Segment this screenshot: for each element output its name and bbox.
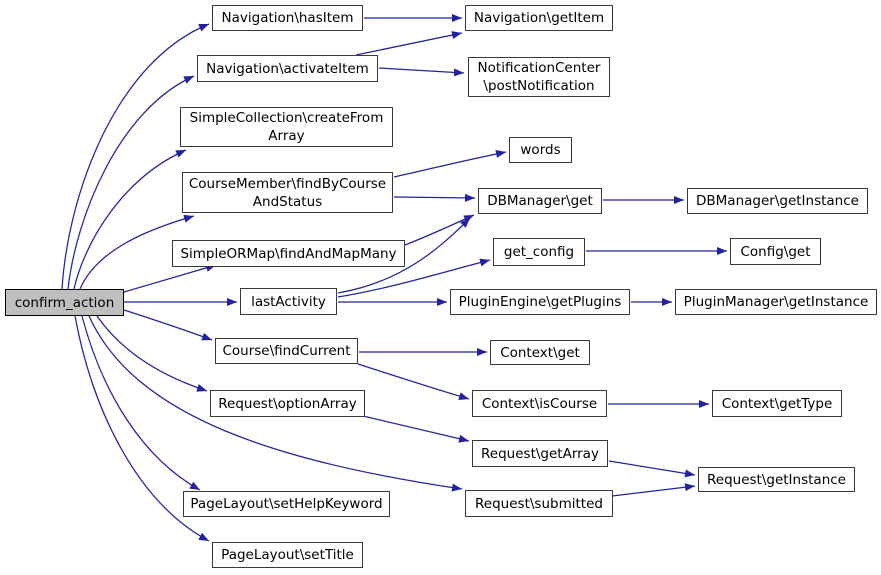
graph-node-pluginmanager-getinstance[interactable]: PluginManager\getInstance: [675, 289, 877, 315]
graph-node-label: Navigation\hasItem: [221, 10, 354, 26]
call-edge-lastactivity-to-dbmanager-get: [337, 217, 471, 294]
call-edge-confirm_action-to-navigation-activateitem: [67, 75, 195, 290]
graph-node-label: DBManager\getInstance: [696, 193, 859, 209]
graph-node-context-get[interactable]: Context\get: [490, 340, 590, 365]
graph-node-course-findcurrent[interactable]: Course\findCurrent: [215, 338, 358, 364]
graph-node-label: NotificationCenter \postNotification: [477, 60, 601, 94]
graph-node-label: words: [520, 142, 561, 158]
graph-node-pagelayout-sethelpkeyword[interactable]: PageLayout\setHelpKeyword: [183, 491, 390, 517]
graph-node-pluginengine-getplugins[interactable]: PluginEngine\getPlugins: [450, 289, 630, 315]
graph-node-label: Course\findCurrent: [222, 343, 351, 359]
graph-node-request-submitted[interactable]: Request\submitted: [465, 490, 613, 517]
call-edge-coursemember-findbycourseandstatus-to-words: [393, 150, 507, 178]
graph-node-dbmanager-getinstance[interactable]: DBManager\getInstance: [687, 188, 868, 214]
call-edge-confirm_action-to-simplecollection-createfromarray: [73, 149, 187, 290]
call-edge-request-submitted-to-request-getinstance: [611, 483, 696, 497]
graph-node-label: Request\optionArray: [218, 395, 357, 412]
call-edge-confirm_action-to-pagelayout-sethelpkeyword: [81, 315, 201, 491]
call-edge-coursemember-findbycourseandstatus-to-dbmanager-get: [393, 193, 476, 202]
graph-node-label: Context\getType: [721, 395, 833, 412]
call-edge-confirm_action-to-course-findcurrent: [123, 309, 213, 341]
graph-node-label: Navigation\getItem: [473, 10, 605, 26]
call-edge-confirm_action-to-pagelayout-settitle: [74, 315, 210, 542]
graph-node-context-iscourse[interactable]: Context\isCourse: [472, 390, 607, 417]
graph-node-lastactivity[interactable]: lastActivity: [240, 288, 337, 315]
graph-node-label: Request\submitted: [475, 495, 603, 512]
graph-node-label: PageLayout\setTitle: [221, 547, 354, 563]
call-edge-confirm_action-to-simpleormap-findandmapmany: [123, 264, 217, 293]
graph-node-notificationcenter-postnotification[interactable]: NotificationCenter \postNotification: [468, 57, 610, 97]
graph-node-label: Request\getArray: [481, 445, 599, 462]
graph-node-label: PageLayout\setHelpKeyword: [190, 496, 383, 512]
graph-node-label: SimpleCollection\createFrom Array: [189, 110, 384, 144]
graph-node-label: PluginEngine\getPlugins: [458, 294, 622, 310]
graph-node-navigation-activateitem[interactable]: Navigation\activateItem: [197, 55, 378, 82]
graph-node-label: DBManager\get: [487, 193, 593, 209]
graph-node-dbmanager-get[interactable]: DBManager\get: [478, 188, 602, 214]
graph-node-navigation-getitem[interactable]: Navigation\getItem: [465, 5, 613, 31]
graph-node-words[interactable]: words: [509, 137, 572, 163]
graph-node-context-gettype[interactable]: Context\getType: [712, 390, 842, 417]
call-edge-confirm_action-to-request-optionarray: [96, 315, 208, 392]
call-edge-course-findcurrent-to-context-iscourse: [357, 363, 470, 400]
graph-node-request-getarray[interactable]: Request\getArray: [472, 440, 608, 467]
call-edge-lastactivity-to-get-config: [337, 258, 491, 298]
graph-node-coursemember-findbycourseandstatus[interactable]: CourseMember\findByCourse AndStatus: [182, 172, 393, 213]
graph-node-label: PluginManager\getInstance: [683, 294, 869, 310]
graph-node-label: Context\get: [500, 344, 580, 361]
graph-node-navigation-hasitem[interactable]: Navigation\hasItem: [212, 5, 363, 31]
call-edge-simpleormap-findandmapmany-to-dbmanager-get: [404, 214, 475, 246]
call-edge-confirm_action-to-request-submitted: [88, 315, 463, 492]
graph-node-pagelayout-settitle[interactable]: PageLayout\setTitle: [212, 542, 363, 568]
call-edge-navigation-activateitem-to-notificationcenter-postnotification: [378, 67, 465, 77]
graph-node-request-optionarray[interactable]: Request\optionArray: [210, 390, 365, 417]
graph-node-simpleormap-findandmapmany[interactable]: SimpleORMap\findAndMapMany: [172, 240, 405, 267]
graph-node-label: get_config: [503, 244, 575, 260]
graph-node-label: confirm_action: [14, 294, 115, 311]
call-edge-confirm_action-to-navigation-hasitem: [61, 23, 210, 290]
graph-node-get-config[interactable]: get_config: [493, 238, 585, 266]
call-edge-request-optionarray-to-request-getarray: [362, 415, 470, 443]
graph-node-confirm_action: confirm_action: [5, 289, 124, 316]
graph-node-label: Request\getInstance: [707, 471, 846, 488]
graph-node-config-get[interactable]: Config\get: [730, 238, 821, 265]
call-edge-confirm_action-to-coursemember-findbycourseandstatus: [79, 214, 195, 290]
graph-node-label: Config\get: [740, 243, 811, 260]
graph-node-request-getinstance[interactable]: Request\getInstance: [698, 467, 855, 492]
call-edge-navigation-activateitem-to-navigation-getitem: [355, 31, 463, 56]
graph-node-label: CourseMember\findByCourse AndStatus: [188, 175, 387, 210]
call-edge-request-getarray-to-request-getinstance: [608, 460, 696, 478]
graph-node-simplecollection-createfromarray[interactable]: SimpleCollection\createFrom Array: [180, 107, 393, 147]
graph-node-label: lastActivity: [251, 293, 326, 310]
graph-node-label: Context\isCourse: [481, 395, 598, 412]
graph-node-label: SimpleORMap\findAndMapMany: [180, 245, 397, 262]
graph-node-label: Navigation\activateItem: [206, 60, 369, 77]
